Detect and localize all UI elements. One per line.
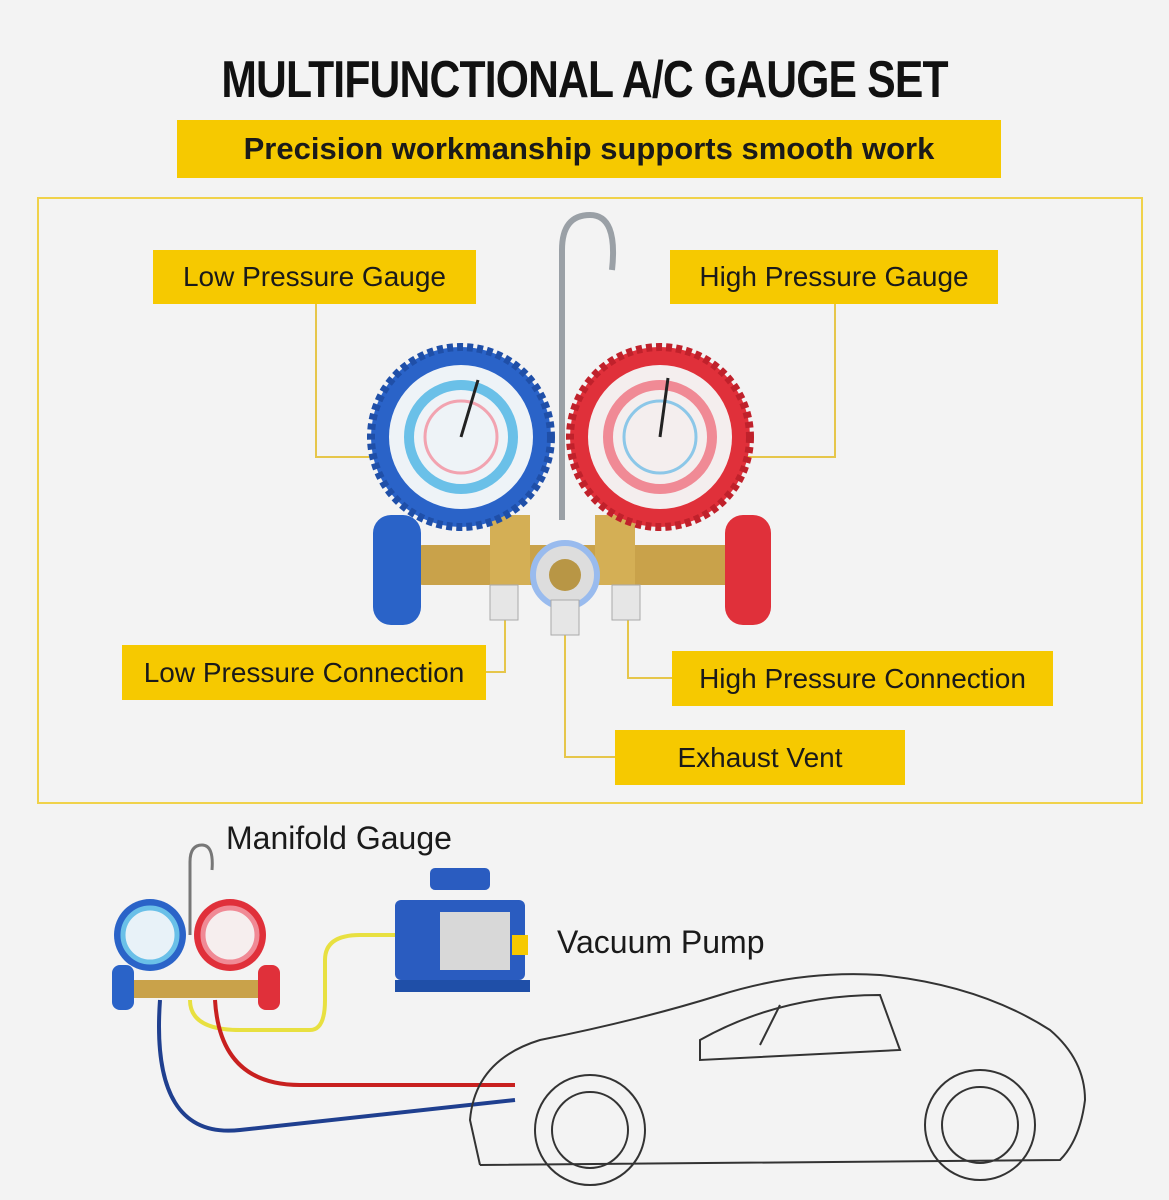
car-outline-icon	[468, 973, 1087, 1186]
red-hose	[213, 999, 515, 1087]
low-side-knob	[373, 515, 421, 625]
high-side-knob	[725, 515, 771, 625]
vacuum-pump-icon	[395, 868, 530, 992]
subtitle-banner: Precision workmanship supports smooth wo…	[177, 120, 1001, 178]
blue-hose	[157, 999, 516, 1133]
callout-high-pressure-connection: High Pressure Connection	[672, 651, 1053, 706]
callout-low-pressure-gauge: Low Pressure Gauge	[153, 250, 476, 304]
leader-lines	[315, 304, 836, 758]
low-pressure-gauge	[367, 343, 555, 531]
callout-high-pressure-gauge: High Pressure Gauge	[670, 250, 998, 304]
vacuum-pump-label: Vacuum Pump	[557, 924, 765, 960]
small-manifold-gauge	[112, 843, 280, 1010]
yellow-hose	[188, 933, 395, 1032]
manifold-gauge-label: Manifold Gauge	[226, 820, 452, 856]
callout-low-pressure-connection: Low Pressure Connection	[122, 645, 486, 700]
hook-icon	[559, 211, 616, 520]
callout-exhaust-vent: Exhaust Vent	[615, 730, 905, 785]
page-title: MULTIFUNCTIONAL A/C GAUGE SET	[221, 51, 948, 109]
high-pressure-gauge	[566, 343, 754, 531]
diagram-frame	[37, 197, 1143, 804]
